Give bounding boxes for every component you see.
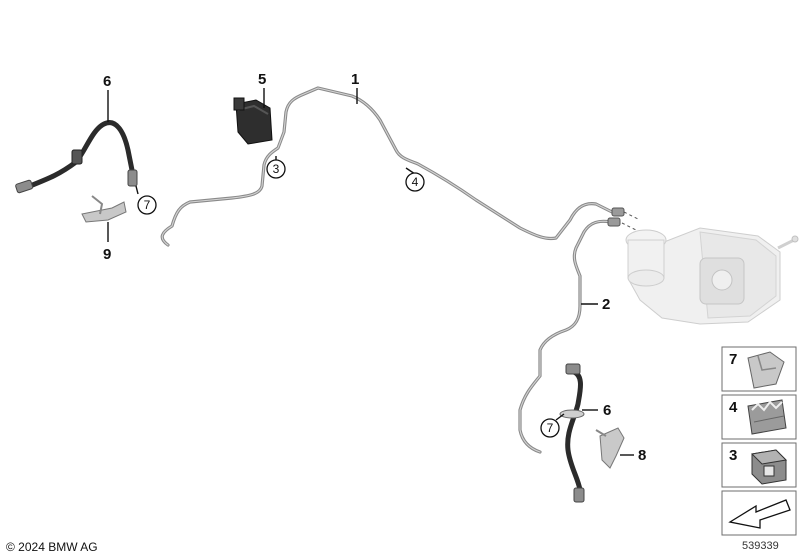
legend-item-arrow [721,490,797,536]
bracket-8 [595,427,625,469]
svg-text:4: 4 [412,175,419,189]
bracket-9 [81,195,127,223]
svg-text:7: 7 [547,421,554,435]
callout-6-lower: 6 [603,402,611,419]
svg-text:7: 7 [144,198,151,212]
holder-clip-icon [747,351,785,389]
circled-callout-4: 4 [405,172,425,192]
legend-number: 4 [729,399,738,416]
copyright-notice: © 2024 BMW AG [6,540,98,554]
circled-callout-7-upper: 7 [137,195,157,215]
brake-booster-unit [625,227,799,325]
callout-6-upper: 6 [103,73,111,90]
legend-item-3: 3 [721,442,797,488]
legend-panel: 7 4 3 [721,346,797,536]
legend-item-7: 7 [721,346,797,392]
callout-1: 1 [351,71,359,88]
callout-9: 9 [103,246,111,263]
callout-8: 8 [638,447,646,464]
leader-lines [107,88,634,456]
brake-hose-6-lower [559,363,585,503]
direction-arrow-icon [728,499,791,529]
circled-callout-3: 3 [266,159,286,179]
brake-hose-6-upper [15,120,138,194]
brake-line-2 [518,211,641,454]
svg-text:3: 3 [273,162,280,176]
legend-item-4: 4 [721,394,797,440]
legend-number: 3 [729,447,737,464]
document-number: 539339 [742,540,779,552]
pipe-clip-icon [747,399,787,435]
legend-number: 7 [729,351,737,368]
callout-2: 2 [602,296,610,313]
callout-5: 5 [258,71,266,88]
bracket-clip-icon [750,449,788,485]
circled-callout-7-lower: 7 [540,418,560,438]
hose-holder-5 [233,97,273,145]
brake-line-1 [160,86,625,247]
